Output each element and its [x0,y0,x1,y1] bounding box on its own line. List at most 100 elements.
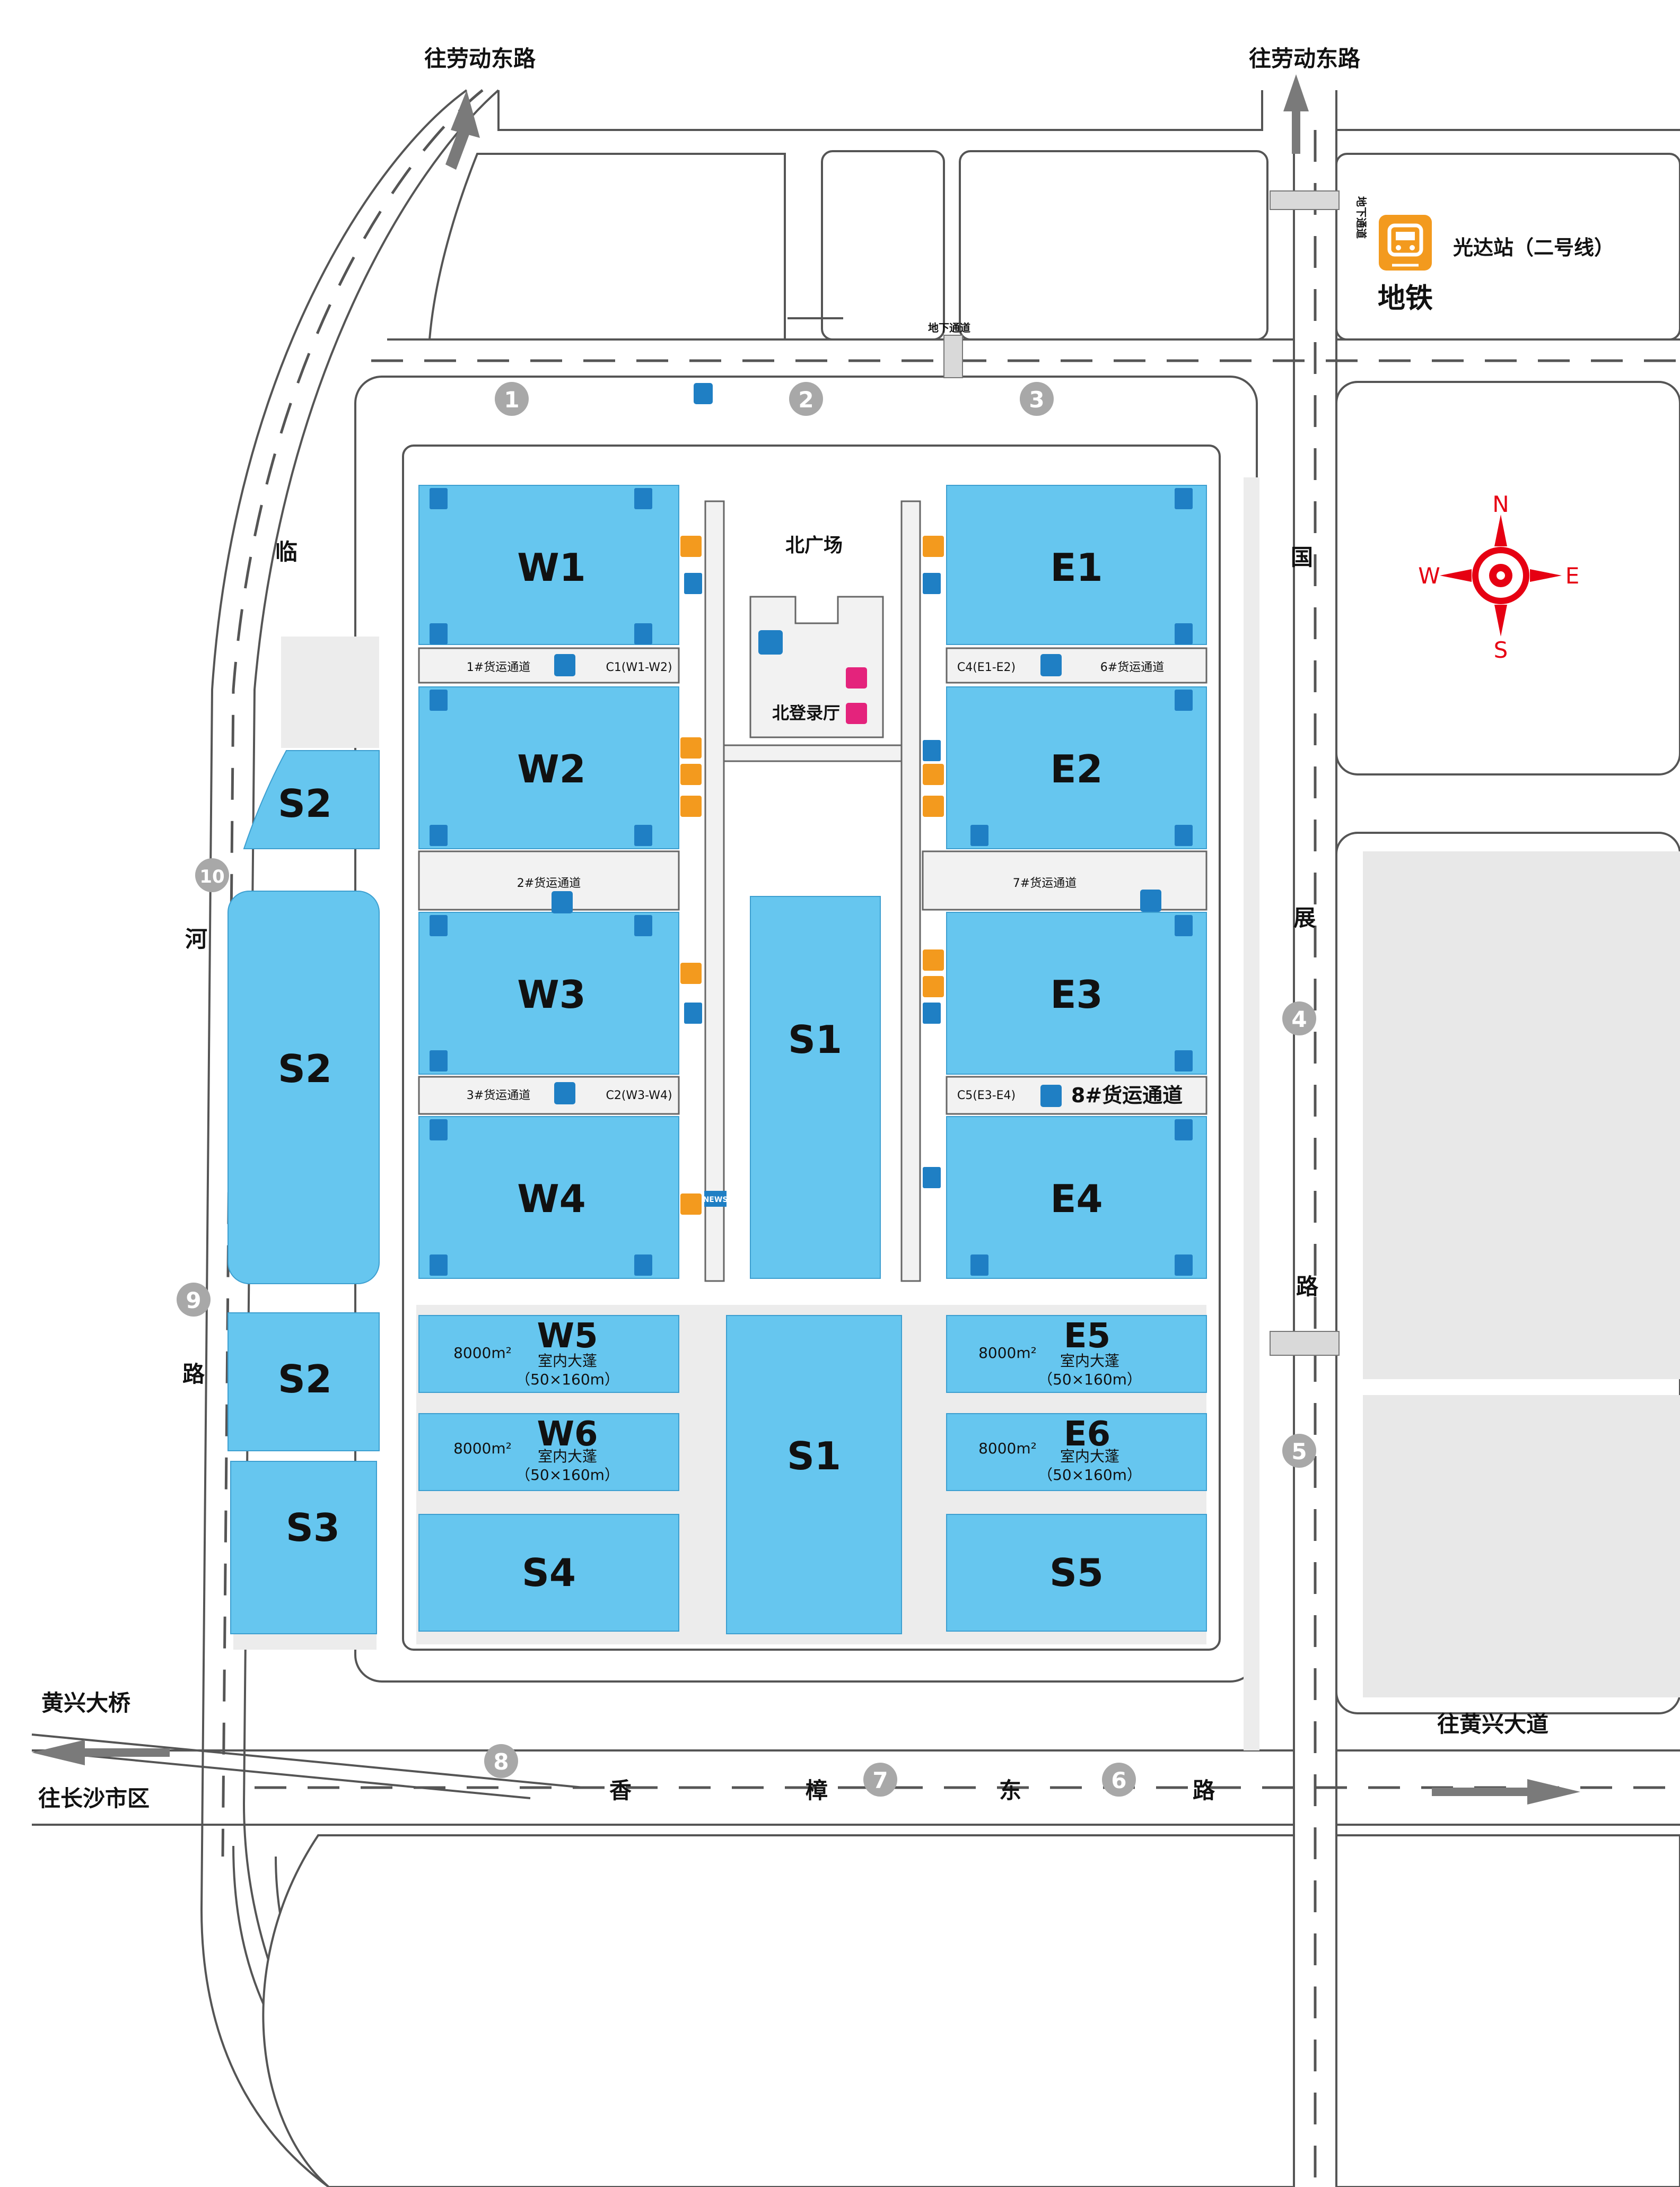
metro-title: 地铁 [1378,283,1433,315]
hall-s2-top[interactable] [243,750,380,849]
gate-8[interactable]: 8 [484,1744,518,1778]
hall-s1-upper[interactable] [750,896,881,1279]
service-icon [1040,1085,1062,1107]
service-icon [758,630,783,655]
gate-3[interactable]: 3 [1020,382,1054,416]
gate-9[interactable]: 9 [177,1283,211,1317]
svg-text:室内大蓬: 室内大蓬 [538,1448,597,1465]
gate-4[interactable]: 4 [1282,1001,1316,1035]
restroom-icons [430,488,1193,1276]
label-e2: E2 [1050,747,1102,791]
restroom-icon [923,1167,941,1188]
gate-7[interactable]: 7 [863,1763,897,1797]
hall-s4[interactable] [418,1514,679,1632]
svg-text:（50×160m）: （50×160m） [515,1466,619,1484]
label-e3: E3 [1050,972,1102,1017]
service-icon [552,891,573,913]
food-icon [923,976,944,997]
corridor-labels: 1#货运通道 C1(W1-W2) 2#货运通道 3#货运通道 C2(W3-W4)… [467,661,1183,1107]
food-icon [923,536,944,557]
svg-text:E5: E5 [1064,1317,1110,1356]
gates: 1 2 3 4 5 6 7 8 9 10 [177,382,1316,1797]
label-s2-low: S2 [278,1357,332,1401]
svg-text:W5: W5 [537,1317,598,1356]
restroom-icon [1175,1119,1193,1140]
food-icon [923,764,944,785]
service-icons [552,383,1161,1107]
restroom-icon [684,1003,702,1024]
restroom-icon [970,825,988,846]
food-icon [923,796,944,817]
hall-s2-low[interactable] [228,1312,380,1451]
hall-w5[interactable] [418,1315,679,1393]
svg-text:（50×160m）: （50×160m） [1038,1466,1142,1484]
road-label-linhe-3: 路 [182,1361,205,1387]
restroom-icon [684,573,702,594]
food-icon [680,536,702,557]
restroom-icon [634,1254,652,1276]
svg-text:9: 9 [186,1287,201,1313]
svg-text:NEWS: NEWS [703,1196,728,1204]
food-icon [923,949,944,971]
svg-text:8000m²: 8000m² [978,1440,1037,1457]
road-label-xiangzhang-1: 香 [609,1778,632,1803]
registration-icons [846,667,867,724]
food-icon [680,796,702,817]
road-label-north-right: 往劳动东路 [1249,46,1361,72]
service-icon [694,383,713,404]
service-icon [554,654,575,676]
svg-text:（50×160m）: （50×160m） [1038,1371,1142,1388]
hall-labels: W1 W2 W3 W4 E1 E2 E3 E4 S1 S1 S2 S2 S2 S… [278,545,1104,1595]
restroom-icon [430,1050,448,1071]
hall-s2-mid[interactable] [228,891,380,1284]
svg-text:8: 8 [493,1749,509,1775]
svg-text:6: 6 [1111,1767,1126,1793]
svg-text:8000m²: 8000m² [453,1344,512,1362]
road-label-xiangzhang-4: 路 [1193,1778,1215,1803]
svg-text:W6: W6 [537,1415,598,1454]
hall-e5[interactable] [946,1315,1207,1393]
svg-text:（50×160m）: （50×160m） [515,1371,619,1388]
svg-text:3: 3 [1029,387,1044,413]
gate-6[interactable]: 6 [1102,1763,1136,1797]
hall-e6[interactable] [946,1413,1207,1491]
svg-text:室内大蓬: 室内大蓬 [1060,1448,1119,1465]
label-s1-upper: S1 [788,1017,842,1062]
hall-s3[interactable] [230,1461,377,1634]
road-network [31,89,1680,2187]
hall-w6[interactable] [418,1413,679,1491]
label-s1-lower: S1 [787,1434,841,1478]
gate-2[interactable]: 2 [789,382,823,416]
label-s2-top: S2 [278,781,332,826]
restroom-icon [430,915,448,936]
restroom-icon [1175,825,1193,846]
news-icon: NEWS [703,1191,728,1207]
svg-text:1: 1 [504,387,519,413]
svg-text:E6: E6 [1064,1415,1110,1454]
city-blocks [262,150,1680,2187]
gate-10[interactable]: 10 [195,858,229,892]
restroom-icon [1175,915,1193,936]
label-s3: S3 [286,1505,340,1550]
metro-station[interactable]: 地铁 光达站（二号线） [1378,215,1614,315]
compass-w: W [1418,563,1440,589]
restroom-icon [1175,623,1193,644]
gate-5[interactable]: 5 [1282,1434,1316,1468]
metro-icon [1379,215,1432,271]
svg-text:5: 5 [1291,1439,1307,1465]
north-plaza-label: 北广场 [785,535,843,556]
gate-1[interactable]: 1 [495,382,529,416]
road-label-guozhan-2: 展 [1293,905,1316,931]
svg-text:C5(E3-E4): C5(E3-E4) [957,1089,1016,1102]
road-label-linhe-1: 临 [275,539,298,565]
restroom-icon [634,915,652,936]
hall-s1-lower[interactable] [726,1315,902,1634]
food-icon [680,764,702,785]
svg-text:室内大蓬: 室内大蓬 [538,1352,597,1370]
underpass-label-side: 地下通道 [1355,196,1368,239]
label-e4: E4 [1050,1177,1102,1221]
svg-text:8#货运通道: 8#货运通道 [1071,1084,1183,1107]
road-label-xiangzhang-3: 东 [999,1778,1021,1803]
hall-s5[interactable] [946,1514,1207,1632]
